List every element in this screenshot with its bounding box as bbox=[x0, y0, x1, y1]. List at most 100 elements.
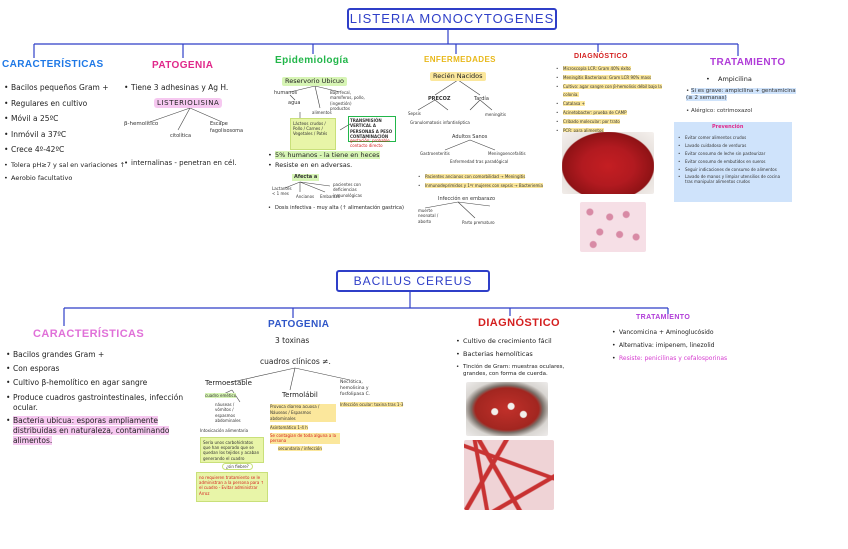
list-item: Inmóvil a 37ºC bbox=[4, 127, 125, 143]
list-item: 5% humanos - la tiene en heces bbox=[268, 150, 380, 160]
list-item: Vancomicina + Aminoglucósido bbox=[612, 326, 727, 339]
termoestable-items: náuseas / vómitos / espasmos abdominales bbox=[215, 402, 241, 424]
bacillus-note5: secundaria / infección bbox=[278, 446, 322, 452]
list-item: Acinetobacter: prueba de CAMP bbox=[556, 109, 674, 118]
list-item: Cultivo β-hemolítico en agar sangre bbox=[6, 376, 184, 390]
bacillus-note3: Asintomático 1-4 h bbox=[270, 425, 308, 431]
list-item: Tolera pH≥7 y sal en variaciones ↑ bbox=[4, 158, 125, 174]
gram-stain-photo bbox=[580, 202, 646, 252]
agar-plate-photo bbox=[562, 132, 654, 194]
list-item: Inmunodeprimidos y 1ºr mujeres con sepsi… bbox=[418, 181, 543, 190]
list-item: internalinas - penetran en cél. bbox=[124, 158, 237, 168]
bacillus-gram-photo bbox=[464, 440, 554, 510]
listeria-tratamiento-header: TRATAMIENTO bbox=[710, 57, 786, 68]
list-item: Evitar comer alimentos crudos bbox=[678, 134, 788, 142]
sepsis-label: Sepsis bbox=[408, 111, 421, 116]
bacillus-caracteristicas-header: CARACTERÍSTICAS bbox=[33, 328, 145, 340]
bacteriemia-label: Enfermedad tras paradógical bbox=[450, 159, 509, 164]
reservorio-label: Reservorio Ubicuo bbox=[282, 77, 347, 87]
bacillus-title: BACILUS CEREUS bbox=[336, 270, 490, 292]
listeria-title: LISTERIA MONOCYTOGENES bbox=[347, 8, 557, 30]
humanos-label: humanos bbox=[274, 90, 298, 96]
agua-label: agua bbox=[288, 100, 301, 106]
list-item: Lavado cuidadoso de verduras bbox=[678, 142, 788, 150]
list-item: Aerobio facultativo bbox=[4, 173, 125, 183]
bacillus-note2: no requieren tratamiento se le administr… bbox=[196, 472, 268, 502]
necrotica-label: Necrótica, hemolisina y fosfolipasa C. bbox=[340, 380, 371, 398]
bacillus-patogenia-header: PATOGENIA bbox=[268, 319, 330, 330]
prevencion-header: Prevención bbox=[712, 124, 744, 130]
beta-hemolitico-label: β-hemolítico bbox=[124, 121, 159, 127]
list-item: PCR: para alimentos bbox=[556, 127, 674, 136]
epidemiologia-list2: Dosis infectiva - muy alta (↑ alimentaci… bbox=[268, 205, 404, 213]
list-item: Pacientes ancianos con comorbilidad → Me… bbox=[418, 172, 543, 181]
list-item: Evitar consumo de embutidos en sueros bbox=[678, 158, 788, 166]
sin-fiebre-label: ¿sin fiebre? bbox=[222, 463, 253, 471]
listeriolisina-label: LISTERIOLISINA bbox=[154, 98, 223, 109]
parto-label: Parto prematuro bbox=[462, 220, 495, 225]
alimentos-label: alimentos bbox=[312, 110, 332, 115]
listeria-caracteristicas-list: Bacilos pequeños Gram + Regulares en cul… bbox=[4, 80, 125, 183]
bacillus-diagnostico-list: Cultivo de crecimiento fácil Bacterias h… bbox=[456, 335, 586, 378]
listeria-diagnostico-header: DIAGNÓSTICO bbox=[574, 53, 628, 60]
bacillus-tratamiento-list: Vancomicina + Aminoglucósido Alternativa… bbox=[612, 326, 727, 365]
list-item: Dosis infectiva - muy alta (↑ alimentaci… bbox=[268, 205, 404, 213]
list-item: Resiste en en adversas. bbox=[268, 160, 380, 170]
listeria-caracteristicas-header: CARACTERÍSTICAS bbox=[2, 59, 104, 70]
meningitis-label: meningitis bbox=[485, 112, 506, 117]
list-item: Alternativa: imipenem, linezolid bbox=[612, 339, 727, 352]
transmision-label: TRANSMISIÓN VERTICAL A PERSONAS A PESO C… bbox=[348, 116, 396, 142]
listeria-diagnostico-list: Microscopía LCR: Gram 40% éxito Meningit… bbox=[556, 65, 674, 135]
list-item: Bacilos pequeños Gram + bbox=[4, 80, 125, 96]
list-item: Tinción de Gram: muestras oculares, gran… bbox=[456, 364, 586, 378]
bacillus-note1: Sería unos carbohidratos que han esporad… bbox=[200, 437, 264, 463]
list-item: Bacteria ubicua: esporas ampliamente dis… bbox=[6, 416, 184, 446]
feto-label: muerte neonatal / aborto bbox=[418, 208, 439, 224]
citolitica-label: citolítica bbox=[170, 133, 192, 139]
afecta-embarazo: Embarazo bbox=[320, 194, 341, 199]
list-item: Cultivo: agar sangre con β-hemolisis déb… bbox=[556, 83, 674, 101]
termoestable-label: Termoestable bbox=[205, 379, 252, 387]
infeccion-ocular-label: Infección ocular: toxina tras 1-3 bbox=[340, 402, 404, 408]
list-item: Bacilos grandes Gram + bbox=[6, 348, 184, 362]
afecta-lactantes: Lactantes < 1 mes bbox=[272, 186, 292, 197]
afecta-label: Afecta a bbox=[292, 174, 320, 181]
afecta-inmunodeprimidos: pacientes con deficiencias inmunológicas bbox=[333, 182, 363, 198]
enfermedades-header: ENFERMEDADES bbox=[424, 55, 496, 64]
listeria-patogenia-header: PATOGENIA bbox=[152, 60, 214, 71]
escape-label: Escape fagolisosoma bbox=[210, 121, 244, 134]
list-item: Móvil a 25ºC bbox=[4, 111, 125, 127]
bacillus-plate-photo bbox=[466, 382, 548, 436]
list-item: Lavado de manos y limpiar utensilios de … bbox=[678, 174, 788, 184]
meningoencefalitis-label: Meningoencefalitis bbox=[488, 151, 526, 156]
listeria-tratamiento-item3: • Alérgico: cotrimoxazol bbox=[686, 108, 753, 114]
toxinas-label: 3 toxinas bbox=[275, 336, 310, 345]
enfermedades-list: Pacientes ancianos con comorbilidad → Me… bbox=[418, 172, 543, 190]
list-item: Produce cuadros gastrointestinales, infe… bbox=[6, 393, 184, 413]
intoxicacion-label: Intoxicación alimentaria bbox=[200, 428, 249, 433]
listeria-patogenia-list2: internalinas - penetran en cél. bbox=[124, 158, 237, 168]
transmision-note: gestación; probable contacto directo bbox=[350, 138, 390, 149]
list-item: Cribado molecular: por trato bbox=[556, 118, 674, 127]
termolabil-items: Provoca diarrea acuosa / Náuseas / Espas… bbox=[270, 404, 336, 422]
prevencion-box: Prevención Evitar comer alimentos crudos… bbox=[674, 122, 792, 202]
list-item: Crece 4º-42ºC bbox=[4, 142, 125, 158]
list-item: Meningitis Bacteriana: Gram LCR 90% mass bbox=[556, 74, 674, 83]
adultos-sanos-label: Adultos Sanos bbox=[452, 134, 488, 140]
precoz-label: PRECOZ bbox=[428, 96, 451, 102]
listeria-patogenia-list1: Tiene 3 adhesinas y Ag H. bbox=[124, 83, 228, 94]
prevencion-list: Evitar comer alimentos crudos Lavado cui… bbox=[678, 134, 788, 184]
list-item: Con esporas bbox=[6, 362, 184, 376]
emetico-label: cuadro emético bbox=[205, 393, 237, 399]
epidemiologia-header: Epidemiología bbox=[275, 55, 349, 66]
listeria-tratamiento-list: Ampicilina bbox=[706, 73, 752, 86]
tardia-label: Tardía bbox=[474, 96, 489, 102]
recien-nacidos-label: Recién Nacidos bbox=[430, 72, 486, 82]
granulomatosis-label: Granulomatosis infantiséptica bbox=[410, 120, 470, 125]
list-item: Resiste: penicilinas y cefalosporinas bbox=[612, 352, 727, 365]
frescos-label: Baja fecal, mamíferos, pollo, (ingestión… bbox=[330, 90, 365, 112]
termolabil-label: Termolábil bbox=[282, 391, 318, 399]
listeria-tratamiento-item2: • Si es grave: ampicilina + gentamicina … bbox=[686, 88, 796, 102]
list-item: Regulares en cultivo bbox=[4, 96, 125, 112]
epidemiologia-list: 5% humanos - la tiene en heces Resiste e… bbox=[268, 150, 380, 170]
